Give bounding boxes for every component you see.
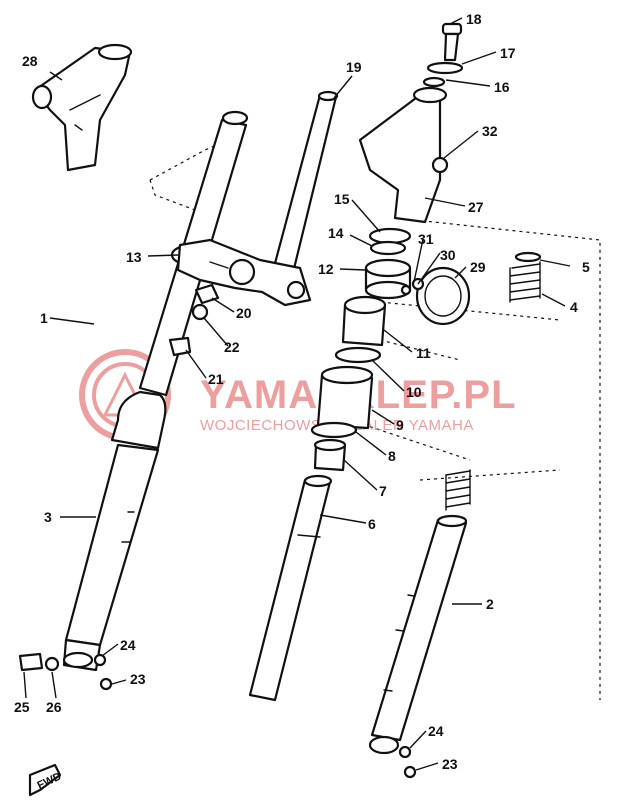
callout-24-right: 24	[428, 723, 444, 739]
callout-9: 9	[396, 417, 404, 433]
callout-28: 28	[22, 53, 38, 69]
callout-numbers: 18 17 16 19 32 27 28 15 14 12 31 30 29 5…	[14, 11, 590, 772]
callout-29: 29	[470, 259, 486, 275]
callout-19: 19	[346, 59, 362, 75]
callout-11: 11	[416, 345, 431, 361]
callout-8: 8	[388, 448, 396, 464]
callout-18: 18	[466, 11, 482, 27]
upper-bracket-part	[358, 86, 449, 224]
callout-26: 26	[46, 699, 62, 715]
callout-6: 6	[368, 516, 376, 532]
callout-12: 12	[318, 261, 334, 277]
bearing-stack-part	[364, 227, 412, 300]
callout-23-right: 23	[442, 756, 458, 772]
bracket-bolts-part	[168, 283, 220, 357]
leader-lines	[23, 17, 571, 771]
forward-direction-tag: FWD	[28, 763, 63, 797]
steering-stem-part	[176, 90, 339, 307]
callout-1: 1	[40, 310, 48, 326]
callout-5: 5	[582, 259, 590, 275]
callout-25: 25	[14, 699, 30, 715]
callout-10: 10	[406, 384, 422, 400]
callout-3: 3	[44, 509, 52, 525]
callout-7: 7	[379, 483, 387, 499]
callout-2: 2	[486, 596, 494, 612]
callout-24-left: 24	[120, 637, 136, 653]
callout-27: 27	[468, 199, 484, 215]
callout-13: 13	[126, 249, 142, 265]
right-fork-leg-part	[368, 469, 471, 755]
fork-cap-part	[400, 266, 471, 326]
callout-23-left: 23	[130, 671, 146, 687]
callout-22: 22	[224, 339, 240, 355]
drain-bolts-part	[18, 652, 417, 779]
inner-tube-stack-part	[248, 295, 387, 702]
callout-32: 32	[482, 123, 498, 139]
headlight-bracket-part	[31, 43, 133, 172]
callout-15: 15	[334, 191, 350, 207]
callout-14: 14	[328, 225, 344, 241]
callout-16: 16	[494, 79, 510, 95]
small-spring-part	[509, 251, 542, 303]
callout-4: 4	[570, 299, 578, 315]
callout-21: 21	[208, 371, 224, 387]
top-bolt-part	[422, 22, 464, 88]
callout-17: 17	[500, 45, 516, 61]
callout-20: 20	[236, 305, 252, 321]
callout-31: 31	[418, 231, 434, 247]
callout-30: 30	[440, 247, 456, 263]
